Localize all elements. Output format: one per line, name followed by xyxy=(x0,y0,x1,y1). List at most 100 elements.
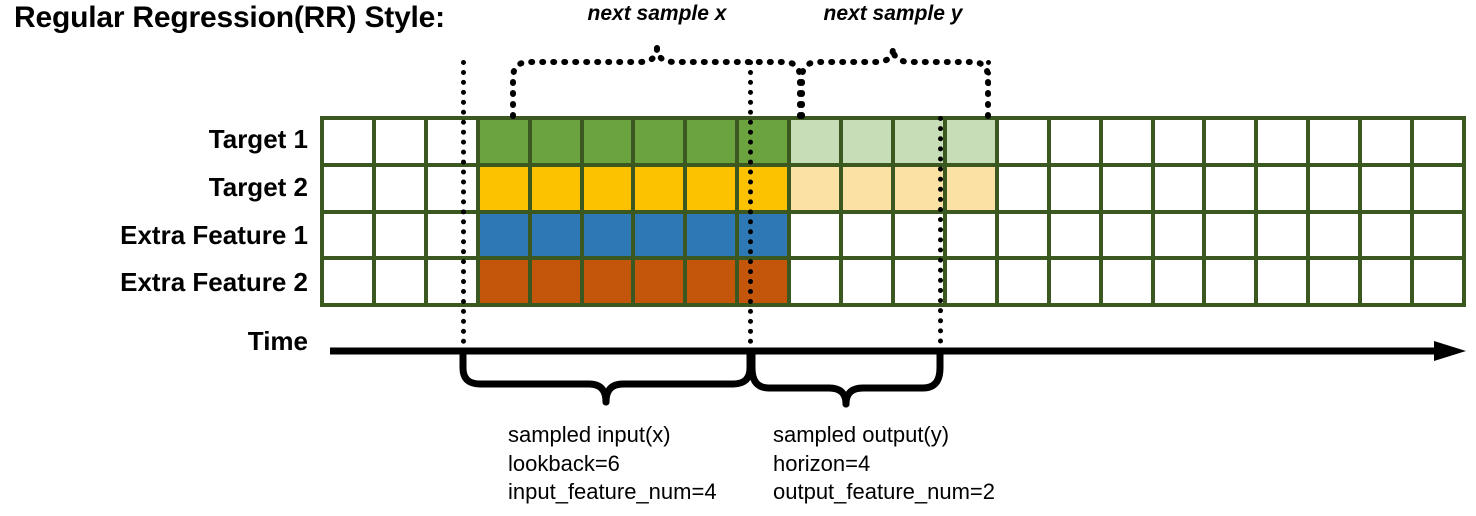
cell-extra-feature-2-blank-21 xyxy=(1414,260,1462,303)
sampled-output-caption: sampled output(y) horizon=4 output_featu… xyxy=(773,421,995,507)
sampled-input-caption: sampled input(x) lookback=6 input_featur… xyxy=(508,421,717,507)
cell-target-2-input-8 xyxy=(739,166,788,210)
cell-target-1-blank-15 xyxy=(1102,120,1151,163)
cell-target-1-input-8 xyxy=(739,120,788,163)
cell-extra-feature-1-input-3 xyxy=(479,213,528,257)
page-title: Regular Regression(RR) Style: xyxy=(14,1,445,34)
cell-extra-feature-2-input-3 xyxy=(479,260,528,303)
cell-target-1-blank-17 xyxy=(1206,120,1255,163)
cell-target-2-blank-18 xyxy=(1258,166,1307,210)
cell-extra-feature-1-blank-17 xyxy=(1206,213,1255,257)
cell-extra-feature-2-input-6 xyxy=(635,260,684,303)
cell-target-1-blank-13 xyxy=(998,120,1047,163)
cell-target-2-blank-16 xyxy=(1154,166,1203,210)
cell-extra-feature-2-blank-16 xyxy=(1154,260,1203,303)
cell-extra-feature-1-output-10 xyxy=(843,213,891,257)
next-sample-y-label: next sample y xyxy=(823,2,963,25)
timeline-row-target-2 xyxy=(324,166,1462,210)
cell-extra-feature-1-input-4 xyxy=(531,213,580,257)
cell-target-2-blank-15 xyxy=(1102,166,1151,210)
cell-target-1-output-12 xyxy=(946,120,995,163)
row-label-target-1: Target 1 xyxy=(208,124,308,154)
cell-target-1-input-3 xyxy=(479,120,528,163)
bottom-brace-group xyxy=(459,352,944,408)
cell-target-1-output-10 xyxy=(843,120,891,163)
timeline-row-extra-feature-1 xyxy=(324,213,1462,257)
cell-target-1-blank-2 xyxy=(427,120,476,163)
guide-line-input-start xyxy=(461,60,466,364)
timeline-row-extra-feature-2 xyxy=(324,260,1462,303)
cell-target-1-blank-1 xyxy=(375,120,424,163)
cell-extra-feature-1-blank-19 xyxy=(1310,213,1359,257)
cell-extra-feature-1-blank-21 xyxy=(1414,213,1462,257)
cell-target-2-output-10 xyxy=(843,166,891,210)
cell-extra-feature-2-blank-18 xyxy=(1258,260,1307,303)
row-label-extra-feature-1: Extra Feature 1 xyxy=(120,219,308,250)
sampled-output-feature-num: output_feature_num=2 xyxy=(773,479,996,505)
cell-extra-feature-1-blank-14 xyxy=(1050,213,1099,257)
cell-target-2-blank-14 xyxy=(1050,166,1099,210)
cell-target-1-blank-20 xyxy=(1362,120,1411,163)
cell-extra-feature-2-blank-13 xyxy=(998,260,1047,303)
time-axis-arrow xyxy=(330,341,1466,361)
cell-extra-feature-2-blank-15 xyxy=(1102,260,1151,303)
cell-extra-feature-1-input-5 xyxy=(583,213,632,257)
cell-target-2-output-9 xyxy=(791,166,840,210)
cell-extra-feature-1-blank-1 xyxy=(375,213,424,257)
cell-extra-feature-2-output-12 xyxy=(946,260,995,303)
cell-target-2-input-4 xyxy=(531,166,580,210)
cell-target-1-blank-19 xyxy=(1310,120,1359,163)
cell-extra-feature-1-blank-15 xyxy=(1102,213,1151,257)
cell-target-2-input-7 xyxy=(687,166,736,210)
cell-target-2-blank-0 xyxy=(324,166,372,210)
cell-extra-feature-1-output-9 xyxy=(791,213,840,257)
cell-extra-feature-1-blank-18 xyxy=(1258,213,1307,257)
cell-extra-feature-1-input-6 xyxy=(635,213,684,257)
cell-extra-feature-1-blank-2 xyxy=(427,213,476,257)
top-brace-group xyxy=(510,45,991,119)
cell-extra-feature-2-blank-20 xyxy=(1362,260,1411,303)
cell-extra-feature-2-input-8 xyxy=(739,260,788,303)
cell-target-2-blank-20 xyxy=(1362,166,1411,210)
row-label-target-2: Target 2 xyxy=(208,171,308,202)
cell-extra-feature-2-output-10 xyxy=(843,260,891,303)
cell-target-1-input-7 xyxy=(687,120,736,163)
cell-target-2-blank-17 xyxy=(1206,166,1255,210)
cell-extra-feature-1-blank-20 xyxy=(1362,213,1411,257)
cell-target-1-input-4 xyxy=(531,120,580,163)
cell-target-1-blank-14 xyxy=(1050,120,1099,163)
cell-extra-feature-1-blank-0 xyxy=(324,213,372,257)
cell-target-2-blank-13 xyxy=(998,166,1047,210)
timeline-grid xyxy=(320,116,1466,307)
cell-target-2-output-11 xyxy=(894,166,943,210)
time-axis-label: Time xyxy=(247,326,308,356)
cell-target-2-blank-19 xyxy=(1310,166,1359,210)
cell-target-2-input-3 xyxy=(479,166,528,210)
guide-line-input-end xyxy=(748,60,753,364)
cell-extra-feature-2-input-5 xyxy=(583,260,632,303)
cell-extra-feature-1-input-7 xyxy=(687,213,736,257)
cell-extra-feature-2-input-7 xyxy=(687,260,736,303)
guide-line-output-end xyxy=(938,116,943,364)
guide-line-y-brace-end xyxy=(986,60,991,118)
cell-target-1-input-5 xyxy=(583,120,632,163)
cell-target-1-output-11 xyxy=(894,120,943,163)
cell-target-1-output-9 xyxy=(791,120,840,163)
cell-extra-feature-2-output-11 xyxy=(894,260,943,303)
cell-extra-feature-2-input-4 xyxy=(531,260,580,303)
cell-extra-feature-1-blank-13 xyxy=(998,213,1047,257)
sampled-input-feature-num: input_feature_num=4 xyxy=(508,479,717,505)
timeline-row-target-1 xyxy=(324,120,1462,163)
cell-extra-feature-1-blank-16 xyxy=(1154,213,1203,257)
cell-extra-feature-2-blank-1 xyxy=(375,260,424,303)
cell-extra-feature-2-blank-14 xyxy=(1050,260,1099,303)
cell-target-2-output-12 xyxy=(946,166,995,210)
sampled-output-title: sampled output(y) xyxy=(773,422,950,447)
sampled-input-lookback: lookback=6 xyxy=(508,450,620,476)
cell-extra-feature-1-input-8 xyxy=(739,213,788,257)
cell-extra-feature-2-output-9 xyxy=(791,260,840,303)
cell-target-2-blank-1 xyxy=(375,166,424,210)
cell-target-1-blank-18 xyxy=(1258,120,1307,163)
